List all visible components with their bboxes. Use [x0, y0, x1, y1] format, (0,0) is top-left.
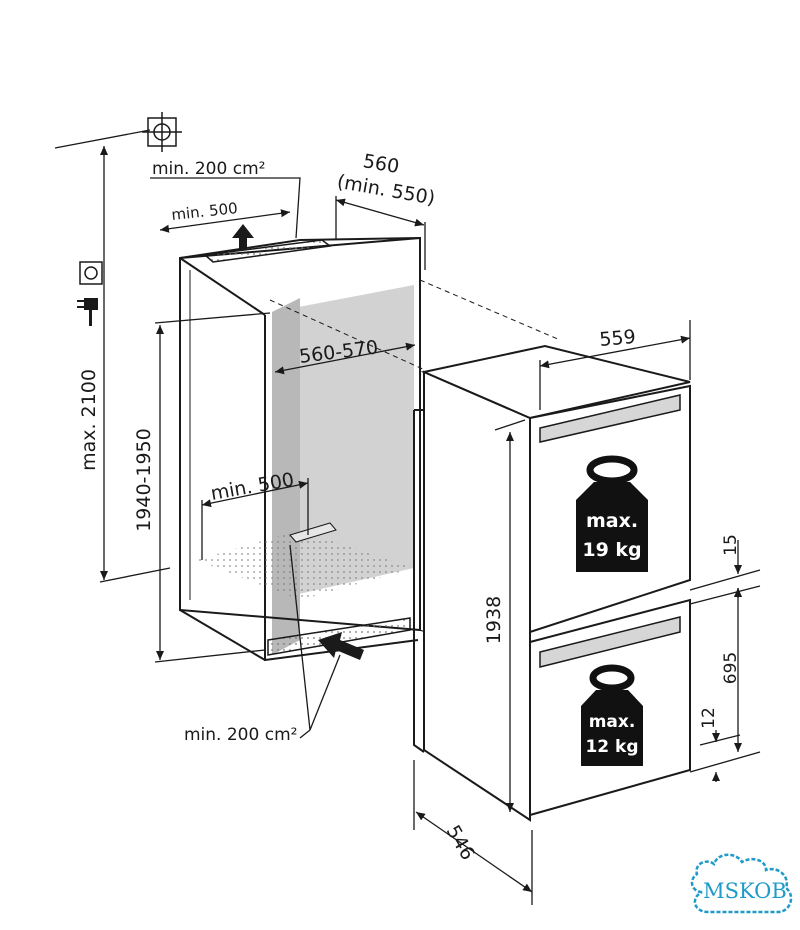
appliance-depth-dim-line — [415, 811, 533, 893]
appliance-side — [423, 370, 531, 822]
appliance — [413, 344, 691, 822]
projection-lines — [269, 279, 561, 651]
airflow-arrow-icon — [318, 632, 364, 660]
inner-width-dim-line — [274, 342, 416, 375]
niche-height-label: 1940-1950 — [133, 428, 155, 532]
upper-weight-line2: 19 kg — [582, 539, 641, 561]
niche-cabinet — [179, 236, 421, 662]
upper-weight-line1: max. — [586, 510, 638, 532]
plug-icon — [77, 298, 98, 326]
lower-weight-icon: max. 12 kg — [581, 664, 643, 766]
watermark-text: MSKOB — [703, 879, 787, 903]
gap-bottom-label: 12 — [699, 707, 719, 729]
appliance-width-dim-line — [539, 335, 691, 369]
top-vent-slot — [203, 239, 332, 263]
top-depth-dim-line — [159, 209, 291, 233]
upper-handle — [539, 394, 681, 443]
door-height-label: 695 — [721, 652, 741, 684]
watermark-logo: MSKOB — [690, 853, 793, 914]
top-vent-label: min. 200 cm² — [152, 159, 265, 179]
appliance-height-label: 1938 — [483, 596, 505, 644]
water-connection-icon — [142, 112, 182, 152]
lower-handle — [539, 616, 681, 668]
lower-weight-line1: max. — [589, 712, 636, 732]
max-height-label: max. 2100 — [78, 369, 100, 471]
airflow-arrow-icon — [232, 224, 254, 250]
upper-weight-icon: max. 19 kg — [576, 455, 648, 572]
appliance-depth-label: 546 — [442, 822, 479, 864]
socket-icon — [79, 261, 103, 285]
niche-floor — [196, 530, 414, 600]
niche-width-dim-line — [335, 198, 425, 227]
lower-weight-line2: 12 kg — [585, 737, 638, 757]
top-vent-leader — [150, 177, 301, 239]
appliance-width-label: 559 — [599, 326, 637, 351]
gap-top-label: 15 — [721, 534, 741, 556]
floor-depth-dim-line — [201, 480, 309, 508]
bottom-vent-label: min. 200 cm² — [184, 725, 297, 745]
niche-width-label: 560 — [361, 150, 401, 178]
appliance-top — [420, 344, 691, 420]
